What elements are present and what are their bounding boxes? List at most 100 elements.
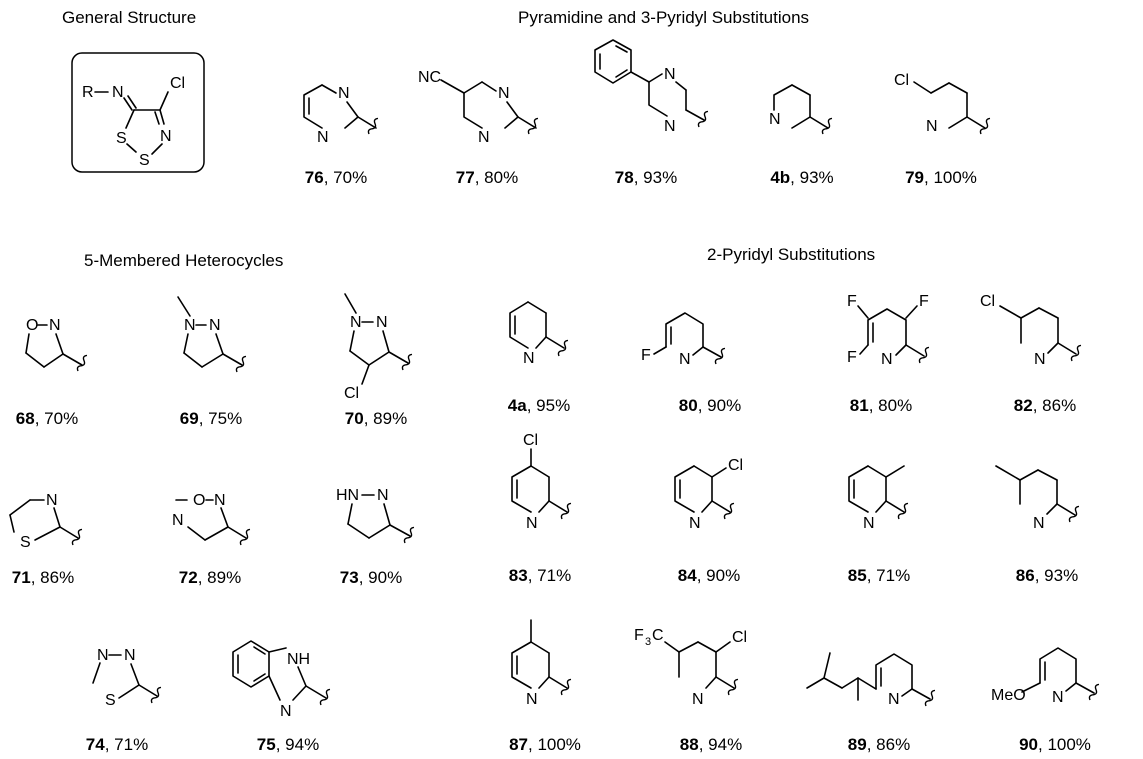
atom-N: N: [172, 512, 184, 529]
atom-HN: HN: [336, 487, 359, 504]
atom-NH: NH: [287, 651, 310, 668]
caption-79: 79, 100%: [905, 168, 977, 187]
atom-N: N: [214, 492, 226, 509]
atom-N: N: [1034, 351, 1046, 368]
atom-N: N: [97, 647, 109, 664]
atom-N: N: [664, 118, 676, 135]
heading-5-membered-heterocycles: 5-Membered Heterocycles: [84, 251, 284, 270]
caption-75: 75, 94%: [256, 735, 320, 754]
heading-pyrimidine-3-pyridyl: Pyramidine and 3-Pyridyl Substitutions: [518, 8, 810, 27]
caption-72: 72, 89%: [178, 568, 242, 587]
atom-S: S: [116, 130, 127, 147]
atom-N: N: [689, 515, 701, 532]
structure-70: N N Cl: [344, 293, 415, 402]
caption-90: 90, 100%: [1019, 735, 1091, 754]
atom-N: N: [664, 66, 676, 83]
atom-MeO: MeO: [991, 687, 1026, 704]
atom-N: N: [1052, 689, 1064, 706]
structure-82: Cl N: [980, 293, 1084, 368]
caption-69: 69, 75%: [179, 409, 243, 428]
caption-80: 80, 90%: [678, 396, 742, 415]
heading-general-structure: General Structure: [62, 8, 197, 27]
atom-N: N: [526, 691, 538, 708]
structure-79: Cl N: [894, 72, 993, 136]
caption-4b: 4b, 93%: [770, 168, 834, 187]
atom-Cl: Cl: [523, 432, 538, 449]
atom-N: N: [888, 691, 900, 708]
atom-O: O: [26, 317, 38, 334]
caption-71: 71, 86%: [11, 568, 75, 587]
atom-N: N: [377, 487, 389, 504]
structure-72: O N N: [172, 492, 253, 547]
atom-Cl: Cl: [170, 75, 185, 92]
subscript-3: 3: [645, 636, 651, 648]
atom-N: N: [478, 129, 490, 146]
atom-N: N: [679, 351, 691, 368]
caption-81: 81, 80%: [849, 396, 913, 415]
atom-Cl: Cl: [728, 457, 743, 474]
atom-R: R: [82, 84, 94, 101]
structure-69: N N: [177, 296, 249, 374]
atom-Cl: Cl: [894, 72, 909, 89]
caption-73: 73, 90%: [339, 568, 403, 587]
atom-S: S: [139, 152, 150, 169]
structure-89: N: [806, 652, 938, 708]
caption-89: 89, 86%: [847, 735, 911, 754]
atom-N: N: [317, 129, 329, 146]
atom-Cl: Cl: [344, 385, 359, 402]
caption-87: 87, 100%: [509, 735, 581, 754]
structure-88: F 3 C Cl N: [634, 627, 747, 708]
atom-N: N: [209, 317, 221, 334]
atom-N: N: [523, 350, 535, 367]
atom-N: N: [376, 314, 388, 331]
atom-F: F: [634, 627, 644, 644]
atom-N: N: [769, 111, 781, 128]
atom-N: N: [184, 317, 196, 334]
general-structure: R N Cl N S S: [71, 52, 205, 173]
caption-74: 74, 71%: [85, 735, 149, 754]
caption-88: 88, 94%: [679, 735, 743, 754]
atom-N: N: [498, 85, 510, 102]
atom-Cl: Cl: [980, 293, 995, 310]
atom-N: N: [49, 317, 61, 334]
atom-F: F: [847, 349, 857, 366]
structure-85: N: [848, 465, 911, 532]
structure-87: N: [511, 619, 574, 708]
atom-C: C: [652, 627, 664, 644]
structure-80: F N: [641, 312, 728, 368]
structure-4b: N: [769, 84, 835, 136]
atom-N: N: [338, 85, 350, 102]
structure-78: N N: [594, 39, 711, 135]
structure-76: N N: [303, 84, 381, 146]
caption-76: 76, 70%: [304, 168, 368, 187]
atom-F: F: [847, 293, 857, 310]
general-structure-box: [71, 52, 205, 173]
structure-84: Cl N: [674, 457, 743, 532]
atom-N: N: [692, 691, 704, 708]
atom-Cl: Cl: [732, 629, 747, 646]
caption-85: 85, 71%: [847, 566, 911, 585]
caption-4a: 4a, 95%: [507, 396, 571, 415]
atom-N: N: [280, 703, 292, 720]
heading-2-pyridyl: 2-Pyridyl Substitutions: [707, 245, 876, 264]
atom-N: N: [124, 647, 136, 664]
structure-86: N: [995, 465, 1082, 532]
atom-O: O: [193, 492, 205, 509]
atom-F: F: [641, 347, 651, 364]
atom-N: N: [160, 128, 172, 145]
atom-N: N: [112, 84, 124, 101]
atom-N: N: [863, 515, 875, 532]
caption-70: 70, 89%: [344, 409, 408, 428]
caption-78: 78, 93%: [614, 168, 678, 187]
atom-N: N: [350, 314, 362, 331]
structure-71: N S: [9, 492, 85, 551]
caption-82: 82, 86%: [1013, 396, 1077, 415]
structure-83: Cl N: [511, 432, 574, 532]
atom-S: S: [20, 534, 31, 551]
caption-77: 77, 80%: [455, 168, 519, 187]
structure-90: MeO N: [991, 647, 1102, 706]
atom-S: S: [105, 692, 116, 709]
caption-86: 86, 93%: [1015, 566, 1079, 585]
structure-75: NH N: [232, 640, 333, 720]
